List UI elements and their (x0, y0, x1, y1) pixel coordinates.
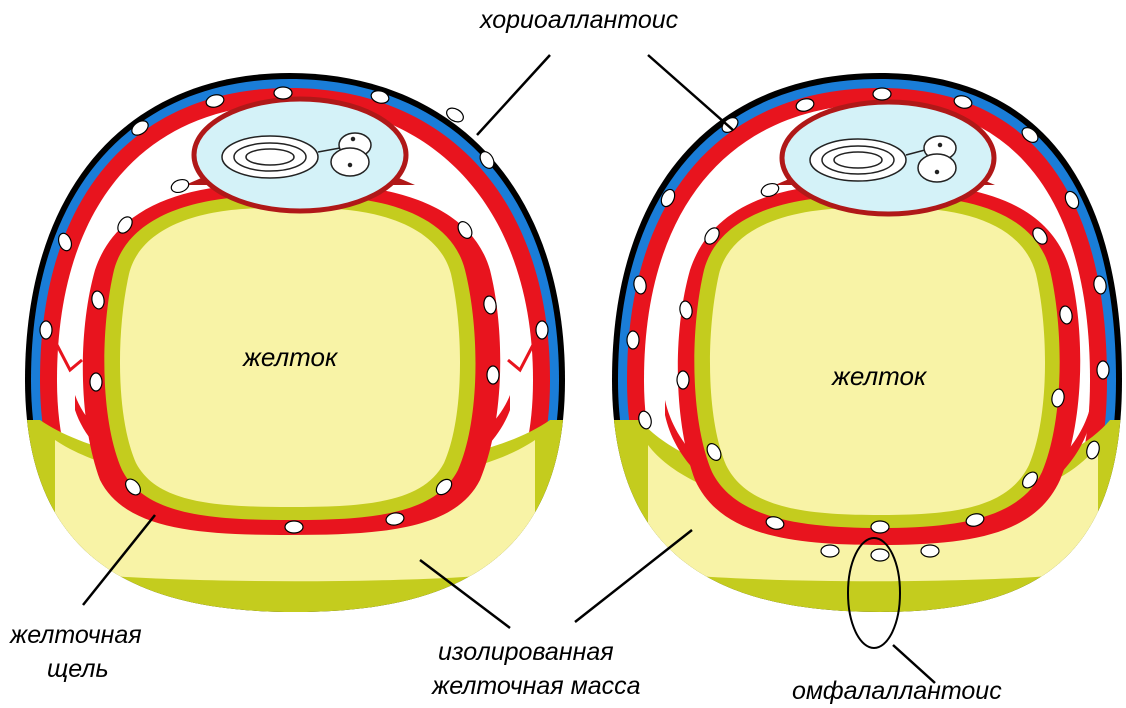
leader-chorioallantois-right (648, 55, 733, 130)
right-embryo (810, 136, 956, 182)
leader-chorioallantois-left (477, 55, 550, 135)
label-yolk-cleft-line1: желточная (10, 620, 142, 650)
label-isolated-yolk-line2: желточная масса (432, 671, 641, 701)
label-isolated-yolk-line1: изолированная (438, 637, 614, 667)
label-yolk-left: желток (243, 342, 337, 372)
label-yolk-right: желток (832, 361, 926, 391)
leader-isolated-yolk-right (575, 530, 692, 622)
label-chorioallantois: хориоаллантоис (480, 5, 678, 35)
left-embryo (222, 133, 371, 178)
label-yolk-cleft-line2: щель (47, 654, 109, 684)
label-omphalallantois: омфалаллантоис (792, 676, 1002, 706)
